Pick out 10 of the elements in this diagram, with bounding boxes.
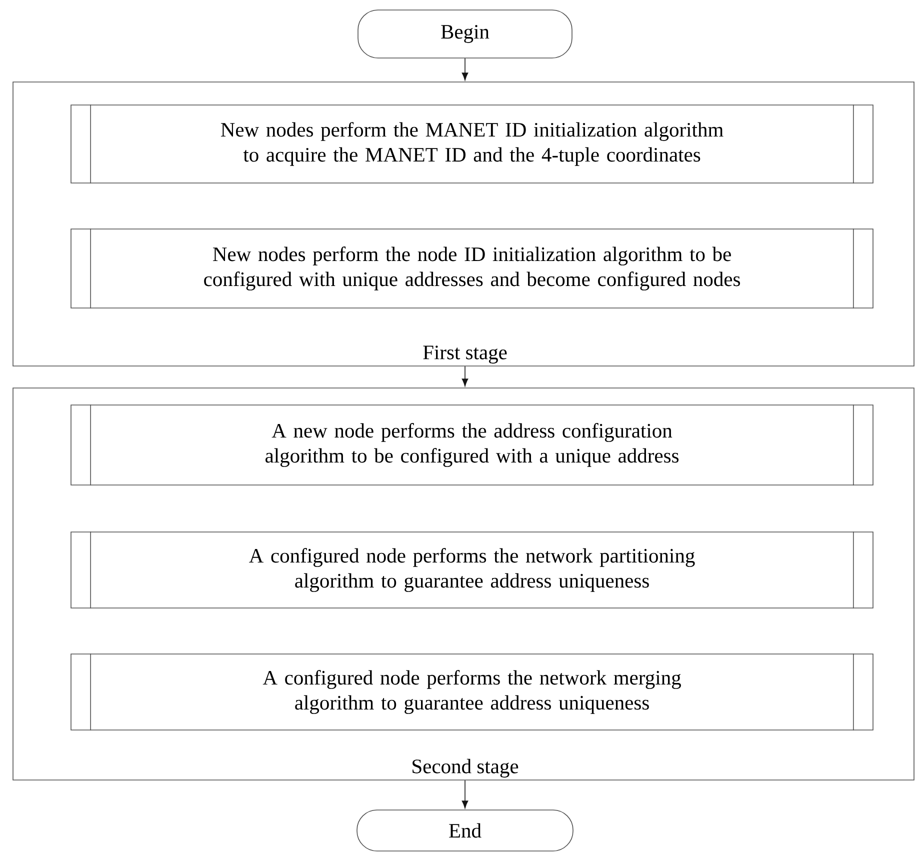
arrow — [462, 58, 468, 80]
subprocess-box: A new node performs the address configuration algorithm to be configured with a unique address — [70, 404, 874, 486]
arrow — [462, 780, 468, 808]
terminal-box: End — [356, 810, 574, 852]
subprocess-box: New nodes perform the node ID initialization algorithm to be configured with unique addresses and become configured nodes — [70, 228, 874, 309]
subprocess-box: New nodes perform the MANET ID initialization algorithm to acquire the MANET ID and the 4-tuple coordinates — [70, 104, 874, 184]
subprocess-box: A configured node performs the network partitioning algorithm to guarantee address uniqueness — [70, 531, 874, 609]
terminal-box: Begin — [358, 10, 572, 58]
arrow — [462, 366, 468, 386]
subprocess-box: A configured node performs the network merging algorithm to guarantee address uniqueness — [70, 653, 874, 731]
